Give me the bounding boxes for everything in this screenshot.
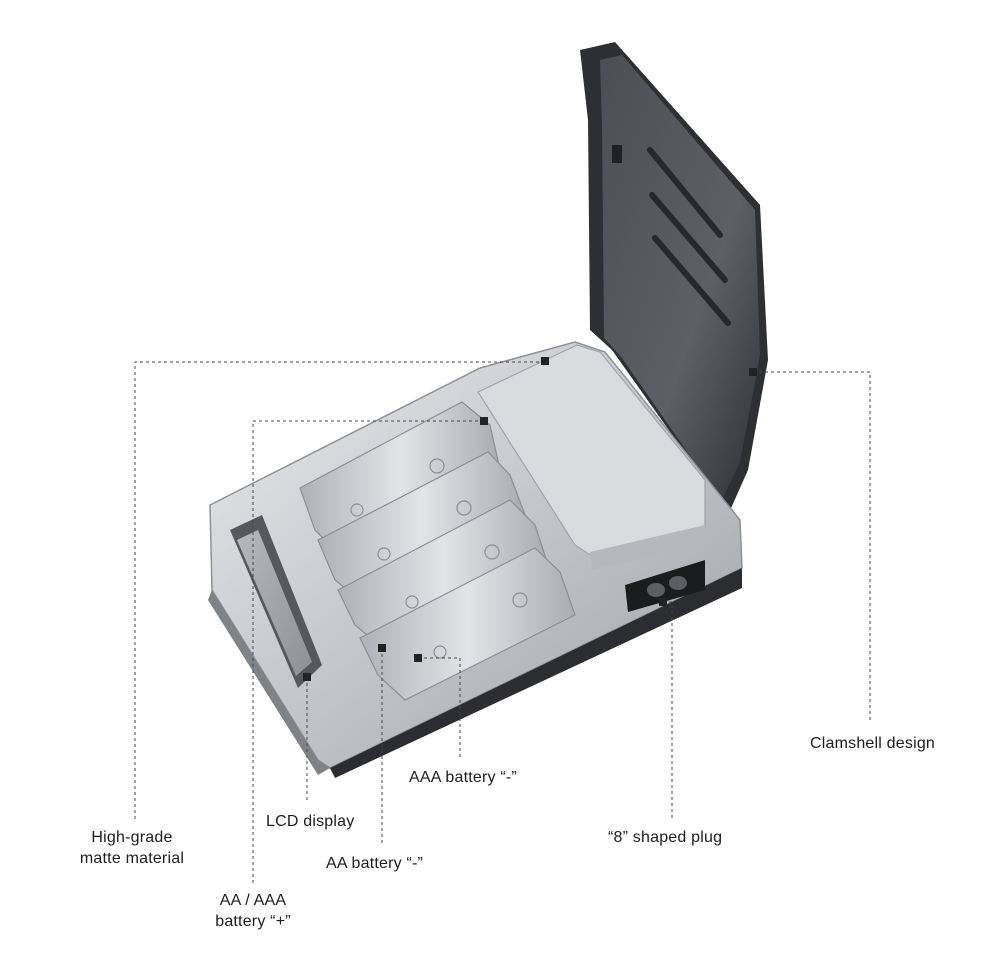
marker-aa-minus [378, 644, 386, 652]
marker-plug [659, 598, 667, 606]
callout-clamshell-design: Clamshell design [810, 735, 936, 752]
marker-clamshell [749, 368, 757, 376]
clamshell-lid [580, 42, 768, 515]
marker-matte-material [541, 357, 549, 365]
marker-lcd [303, 673, 311, 681]
figure-8-plug-socket [625, 560, 705, 612]
marker-aaa-minus [414, 654, 422, 662]
callout-aa-battery-minus: AA battery “-” [326, 855, 424, 872]
callout-matte-material: High-grade matte material [79, 829, 185, 867]
callout-lcd-display: LCD display [266, 813, 355, 830]
top-module [477, 344, 706, 559]
callout-aaa-battery-minus: AAA battery “-” [409, 769, 517, 786]
marker-battery-plus [480, 417, 488, 425]
callout-8-shaped-plug: “8” shaped plug [608, 829, 723, 846]
battery-slots [299, 401, 576, 701]
callout-battery-plus: AA / AAA battery “+” [215, 892, 291, 930]
